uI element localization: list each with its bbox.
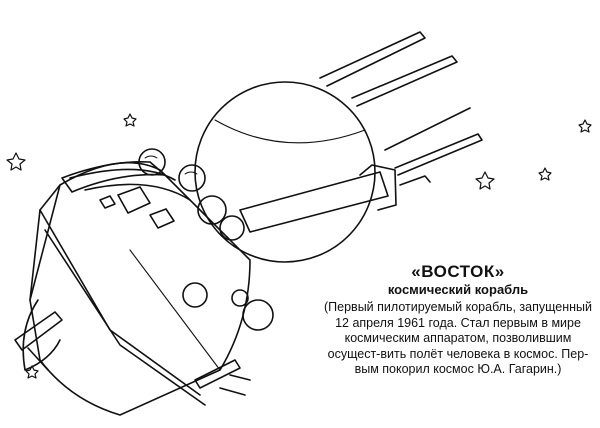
caption-title: «ВОСТОК»	[411, 262, 505, 281]
star-icon	[25, 365, 39, 379]
antenna	[384, 107, 471, 151]
antenna	[399, 175, 431, 186]
star-icon	[578, 119, 592, 133]
tank-sphere	[242, 299, 274, 331]
star-icon	[6, 152, 26, 171]
tank-sphere	[138, 148, 166, 176]
tank-sphere	[231, 289, 249, 307]
nozzle	[22, 299, 61, 371]
caption-subtitle: космический корабль	[387, 282, 529, 297]
caption-block: «ВОСТОК» космический корабль (Первый пил…	[318, 262, 598, 378]
caption-description: (Первый пилотируемый корабль, запущенный…	[324, 300, 592, 376]
tank-sphere	[178, 164, 206, 192]
descent-sphere	[194, 81, 376, 263]
antenna	[319, 31, 426, 87]
star-icon	[123, 113, 137, 127]
tank-sphere	[197, 195, 227, 225]
tank-sphere	[182, 282, 208, 308]
star-icon	[475, 171, 495, 190]
instrument-module	[29, 161, 251, 416]
antenna	[394, 133, 483, 176]
star-icon	[538, 167, 552, 181]
tank-sphere	[219, 215, 245, 241]
antenna	[351, 55, 458, 107]
